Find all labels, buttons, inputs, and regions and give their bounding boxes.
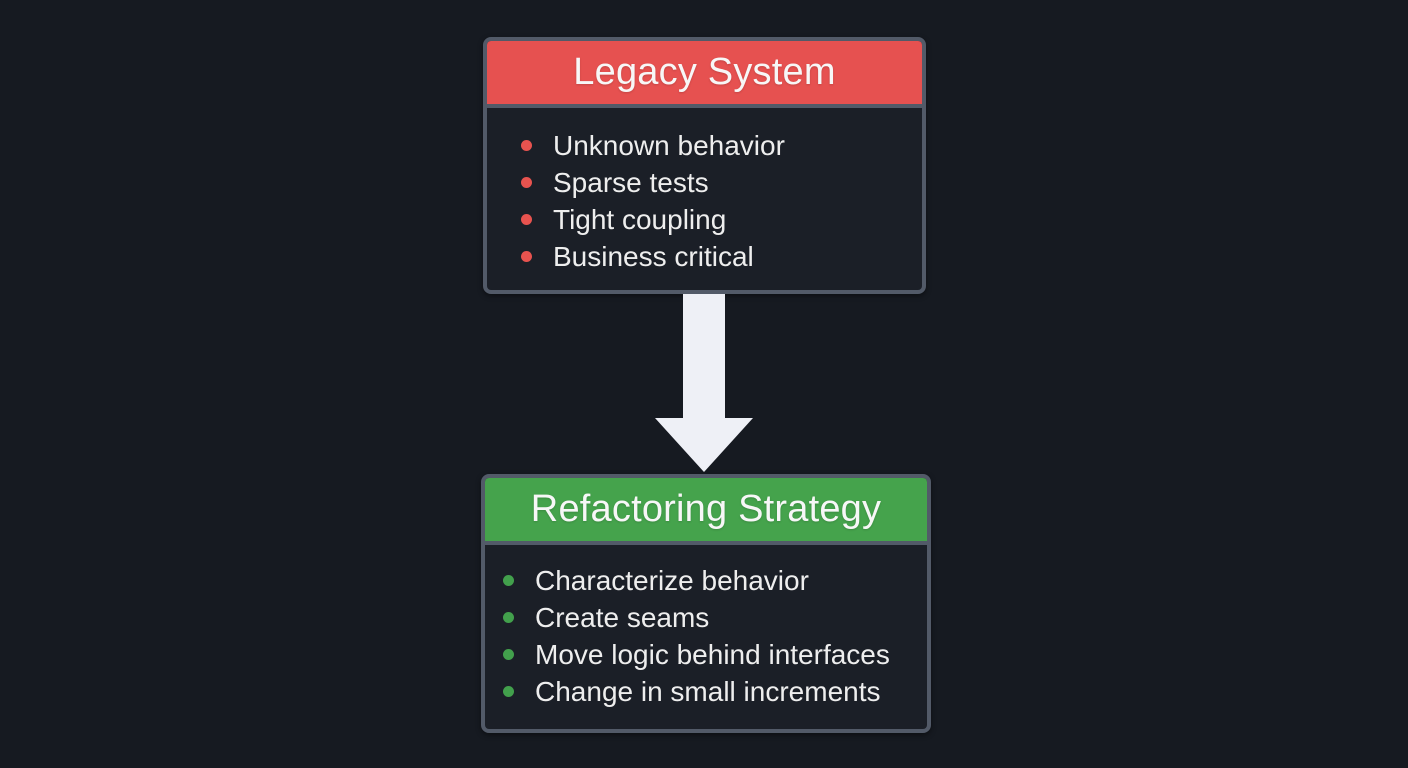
- legacy-system-box: Legacy System Unknown behavior Sparse te…: [483, 37, 926, 294]
- list-item: Move logic behind interfaces: [503, 636, 919, 673]
- list-item: Unknown behavior: [521, 127, 914, 164]
- bullet-dot-icon: [521, 177, 532, 188]
- refactoring-strategy-header: Refactoring Strategy: [485, 478, 927, 545]
- bullet-dot-icon: [503, 686, 514, 697]
- refactoring-strategy-list: Characterize behavior Create seams Move …: [485, 545, 927, 710]
- legacy-system-title: Legacy System: [573, 51, 836, 93]
- list-item: Sparse tests: [521, 164, 914, 201]
- list-item: Change in small increments: [503, 673, 919, 710]
- bullet-dot-icon: [521, 214, 532, 225]
- list-item: Characterize behavior: [503, 562, 919, 599]
- list-item: Tight coupling: [521, 201, 914, 238]
- list-item-label: Move logic behind interfaces: [535, 638, 890, 670]
- list-item: Business critical: [521, 238, 914, 275]
- list-item: Create seams: [503, 599, 919, 636]
- list-item-label: Create seams: [535, 601, 710, 633]
- bullet-dot-icon: [503, 649, 514, 660]
- down-arrow-shape: [655, 294, 753, 472]
- bullet-dot-icon: [503, 575, 514, 586]
- legacy-system-header: Legacy System: [487, 41, 922, 108]
- legacy-system-list: Unknown behavior Sparse tests Tight coup…: [487, 108, 922, 275]
- list-item-label: Sparse tests: [553, 166, 709, 198]
- refactoring-strategy-title: Refactoring Strategy: [530, 488, 882, 530]
- down-arrow-icon: [655, 294, 753, 472]
- list-item-label: Business critical: [553, 240, 754, 272]
- bullet-dot-icon: [521, 251, 532, 262]
- list-item-label: Tight coupling: [553, 203, 727, 235]
- bullet-dot-icon: [521, 140, 532, 151]
- refactoring-strategy-box: Refactoring Strategy Characterize behavi…: [481, 474, 931, 733]
- list-item-label: Characterize behavior: [535, 564, 809, 596]
- list-item-label: Unknown behavior: [553, 129, 785, 161]
- list-item-label: Change in small increments: [535, 675, 881, 707]
- bullet-dot-icon: [503, 612, 514, 623]
